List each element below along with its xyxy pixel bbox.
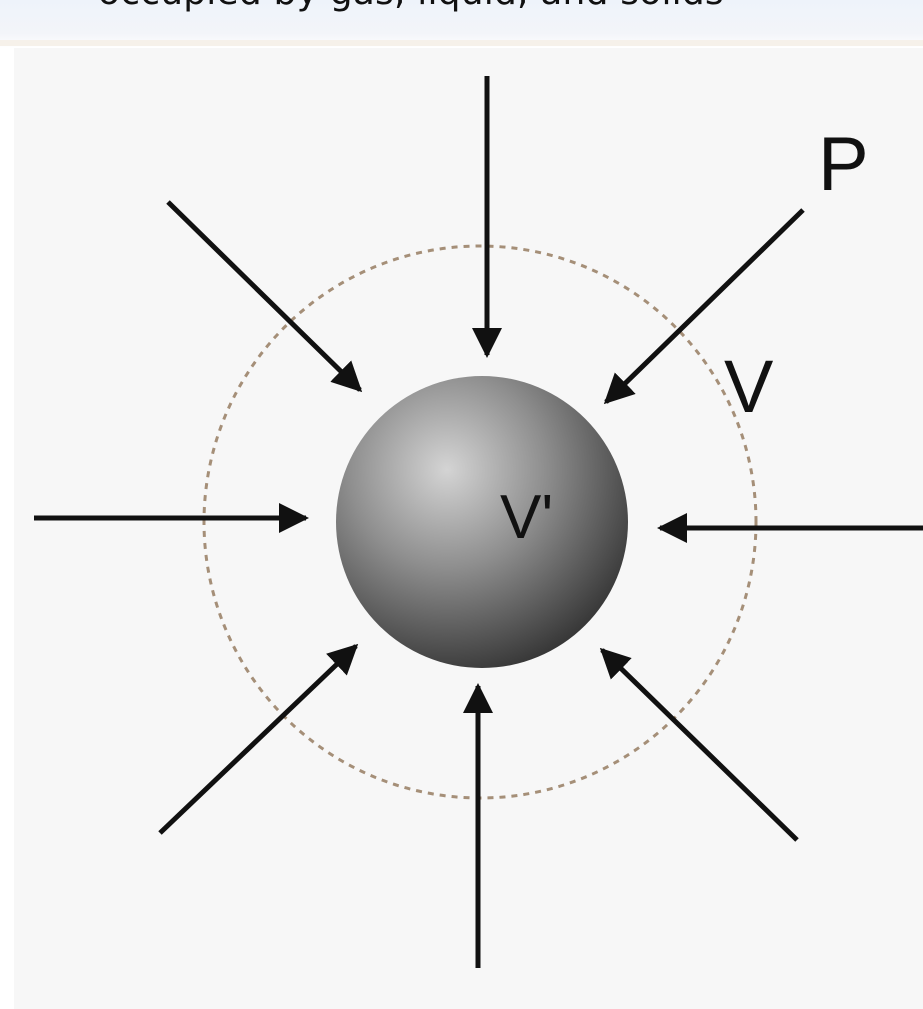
arrow-bottom-right bbox=[602, 650, 797, 840]
arrow-bottom-left bbox=[160, 646, 356, 833]
inner-volume-label: V' bbox=[500, 483, 553, 552]
arrow-top-left bbox=[168, 202, 360, 390]
arrow-top-right bbox=[606, 210, 803, 402]
inner-sphere bbox=[336, 376, 628, 668]
pressure-label: P bbox=[818, 122, 869, 207]
outer-volume-label: V bbox=[724, 345, 774, 428]
